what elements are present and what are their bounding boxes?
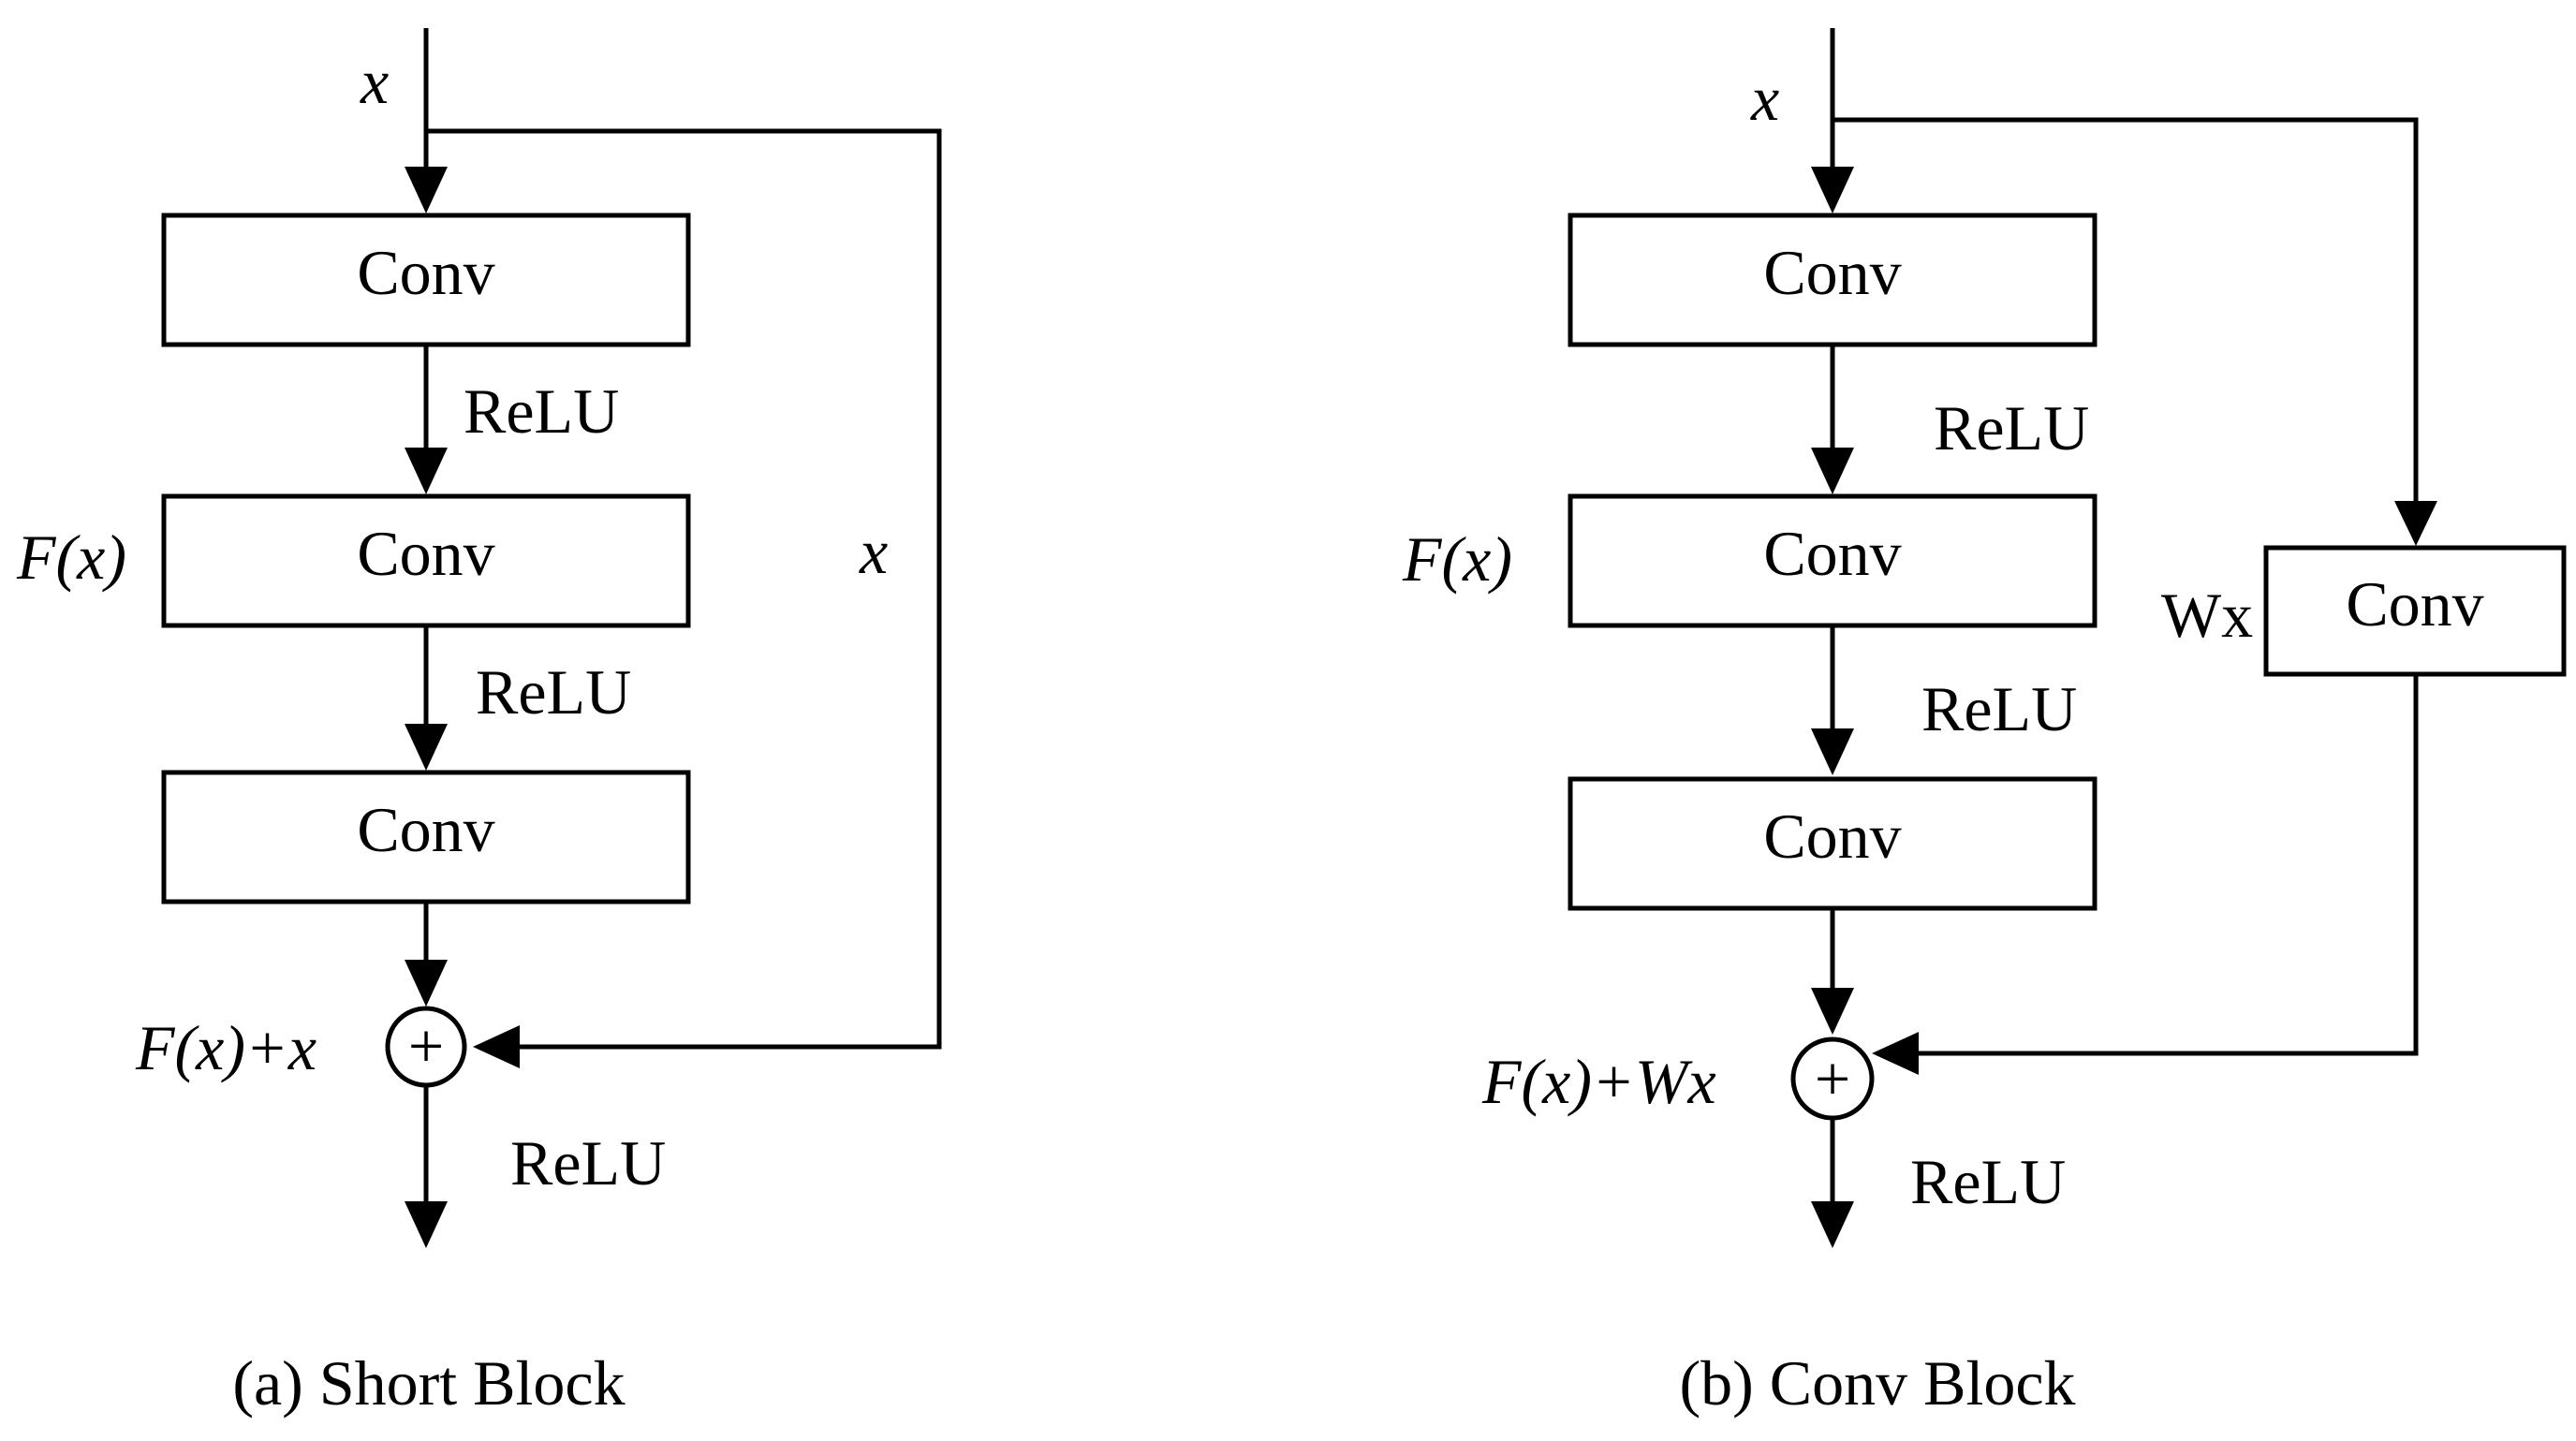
- caption: (a) Short Block: [232, 1347, 625, 1419]
- arrow-head: [405, 724, 448, 771]
- conv-label: Conv: [1763, 801, 1901, 872]
- arrow-head: [1811, 988, 1854, 1035]
- conv-label: Conv: [1763, 518, 1901, 589]
- skip-connection: [426, 128, 942, 1050]
- arrow-head: [405, 448, 448, 494]
- arrow-head: [405, 1201, 448, 1248]
- sum-label: F(x)+x: [135, 1012, 316, 1083]
- plus-symbol: +: [408, 1010, 444, 1081]
- input-label: x: [1750, 63, 1779, 134]
- arrow-head: [1811, 167, 1854, 213]
- relu-label: ReLU: [1934, 392, 2089, 463]
- arrow-head: [1872, 1032, 1919, 1075]
- shortcut-conv-label: Conv: [2346, 568, 2483, 640]
- arrow-head: [1811, 728, 1854, 775]
- arrow-head: [405, 960, 448, 1007]
- relu-label: ReLU: [1910, 1146, 2066, 1217]
- conv-box: [1568, 776, 2098, 911]
- residual-function-label: F(x): [16, 522, 126, 593]
- conv-label: Conv: [357, 237, 494, 308]
- conv-label: Conv: [357, 794, 494, 865]
- shortcut-conv-box: [2263, 545, 2567, 677]
- relu-label: ReLU: [1921, 673, 2077, 744]
- arrow-head: [473, 1025, 520, 1068]
- arrow-head: [2394, 501, 2437, 546]
- caption: (b) Conv Block: [1679, 1347, 2075, 1419]
- conv-block: x Conv Wx Conv ReLU Conv F(x) ReLU Conv …: [1402, 28, 2567, 1419]
- conv-box: [161, 493, 691, 628]
- residual-function-label: F(x): [1402, 523, 1512, 595]
- shortcut-line: [1833, 117, 2419, 506]
- shortcut-label: Wx: [2161, 580, 2253, 651]
- skip-label: x: [859, 516, 888, 587]
- conv-box: [161, 213, 691, 347]
- relu-label: ReLU: [510, 1127, 666, 1198]
- sum-label: F(x)+Wx: [1481, 1046, 1716, 1117]
- input-label: x: [360, 46, 389, 117]
- short-block: x x Conv ReLU Conv F(x) ReLU Conv + F(x)…: [16, 28, 942, 1419]
- relu-label: ReLU: [464, 375, 619, 447]
- conv-box: [161, 770, 691, 904]
- shortcut-return-line: [1915, 674, 2419, 1056]
- relu-label: ReLU: [476, 656, 631, 728]
- plus-symbol: +: [1815, 1043, 1850, 1114]
- arrow-head: [1811, 1201, 1854, 1248]
- arrow-head: [1811, 448, 1854, 494]
- conv-label: Conv: [357, 518, 494, 589]
- arrow-head: [405, 167, 448, 213]
- conv-label: Conv: [1763, 237, 1901, 308]
